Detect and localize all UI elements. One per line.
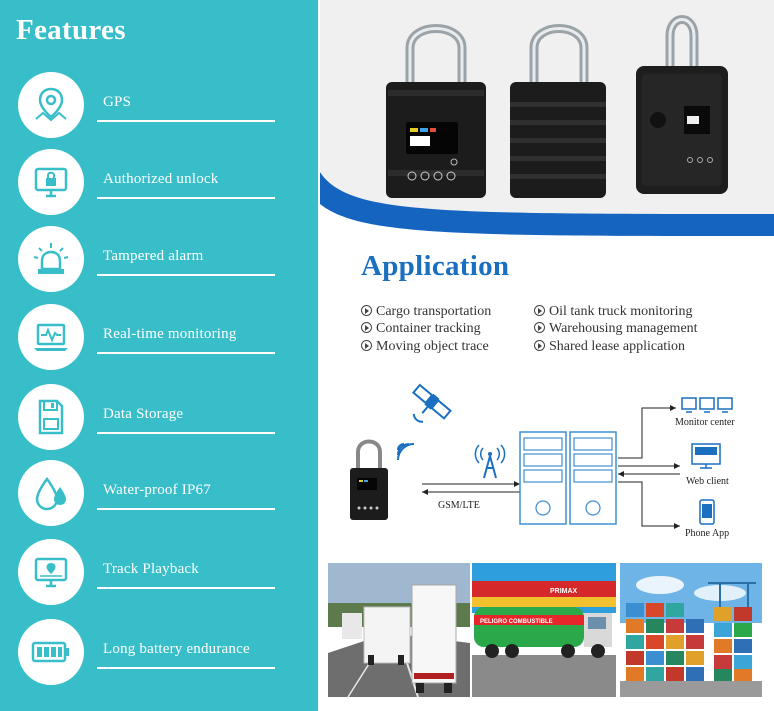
fuel-tanker-photo: PRIMAX PELIGRO COMBUSTIBLE (472, 563, 616, 697)
divider (97, 120, 275, 122)
feature-label: Water-proof IP67 (103, 482, 211, 498)
product-banner (320, 0, 774, 240)
sd-card-icon (38, 399, 64, 435)
phone-app-label: Phone App (685, 528, 730, 539)
monitor-route-icon (34, 557, 68, 588)
feature-label: Long battery endurance (103, 641, 250, 657)
feature-data-storage: Data Storage (0, 384, 318, 454)
station-sign: PRIMAX (550, 588, 578, 595)
feature-label: Real-time monitoring (103, 326, 237, 342)
application-item: Shared lease application (534, 339, 685, 355)
web-client-icon (691, 443, 721, 469)
satellite-icon (411, 383, 452, 423)
feature-authorized-unlock: Authorized unlock (0, 149, 318, 219)
monitor-lock-icon (34, 167, 68, 198)
monitor-center-label: Monitor center (675, 417, 735, 428)
laptop-pulse-icon (34, 323, 68, 351)
server-icon (519, 431, 617, 525)
divider (97, 432, 275, 434)
web-client-label: Web client (686, 476, 729, 487)
arrow-bullet-icon (361, 322, 372, 333)
arrow-bullet-icon (534, 322, 545, 333)
alarm-light-icon (33, 243, 69, 274)
feature-tampered-alarm: Tampered alarm (0, 226, 318, 296)
feature-water-proof: Water-proof IP67 (0, 460, 318, 530)
feature-label: Authorized unlock (103, 171, 219, 187)
divider (97, 667, 275, 669)
feature-gps: GPS (0, 72, 318, 142)
feature-label: GPS (103, 94, 132, 110)
location-pin-icon (35, 87, 67, 122)
arrow-bullet-icon (534, 305, 545, 316)
divider (97, 352, 275, 354)
feature-label: Data Storage (103, 406, 184, 422)
features-title: Features (16, 14, 126, 46)
application-title: Application (361, 250, 510, 282)
divider (97, 508, 275, 510)
features-panel: Features GPS Authorized unlock (0, 0, 318, 711)
water-drops-icon (35, 476, 66, 511)
application-item: Oil tank truck monitoring (534, 304, 692, 320)
divider (97, 587, 275, 589)
divider (97, 197, 275, 199)
padlock-front-image (386, 24, 486, 198)
application-item: Cargo transportation (361, 304, 491, 320)
application-panel: Application Cargo transportation Contain… (320, 0, 774, 711)
network-label: GSM/LTE (438, 500, 480, 511)
arrow-bullet-icon (534, 340, 545, 351)
application-item: Warehousing management (534, 321, 698, 337)
feature-real-time-monitoring: Real-time monitoring (0, 304, 318, 374)
feature-label: Track Playback (103, 561, 199, 577)
padlock-side-image (636, 15, 728, 194)
highway-trucks-photo (328, 563, 470, 697)
cell-tower-icon (474, 444, 506, 479)
tanker-sign: PELIGRO COMBUSTIBLE (480, 619, 553, 625)
phone-app-icon (699, 499, 715, 525)
padlock-back-image (510, 24, 606, 198)
feature-battery: Long battery endurance (0, 619, 318, 689)
feature-track-playback: Track Playback (0, 539, 318, 609)
blue-wave (320, 170, 774, 240)
divider (97, 274, 275, 276)
container-yard-photo (620, 563, 762, 697)
system-diagram: GSM/LTE Monitor center Web client Phone … (350, 378, 774, 548)
application-item: Moving object trace (361, 339, 489, 355)
signal-waves-icon (397, 443, 415, 461)
application-item: Container tracking (361, 321, 481, 337)
monitor-center-icon (681, 397, 733, 413)
arrow-bullet-icon (361, 305, 372, 316)
padlock-icon (350, 439, 388, 520)
feature-label: Tampered alarm (103, 248, 204, 264)
battery-icon (31, 641, 69, 663)
arrow-bullet-icon (361, 340, 372, 351)
